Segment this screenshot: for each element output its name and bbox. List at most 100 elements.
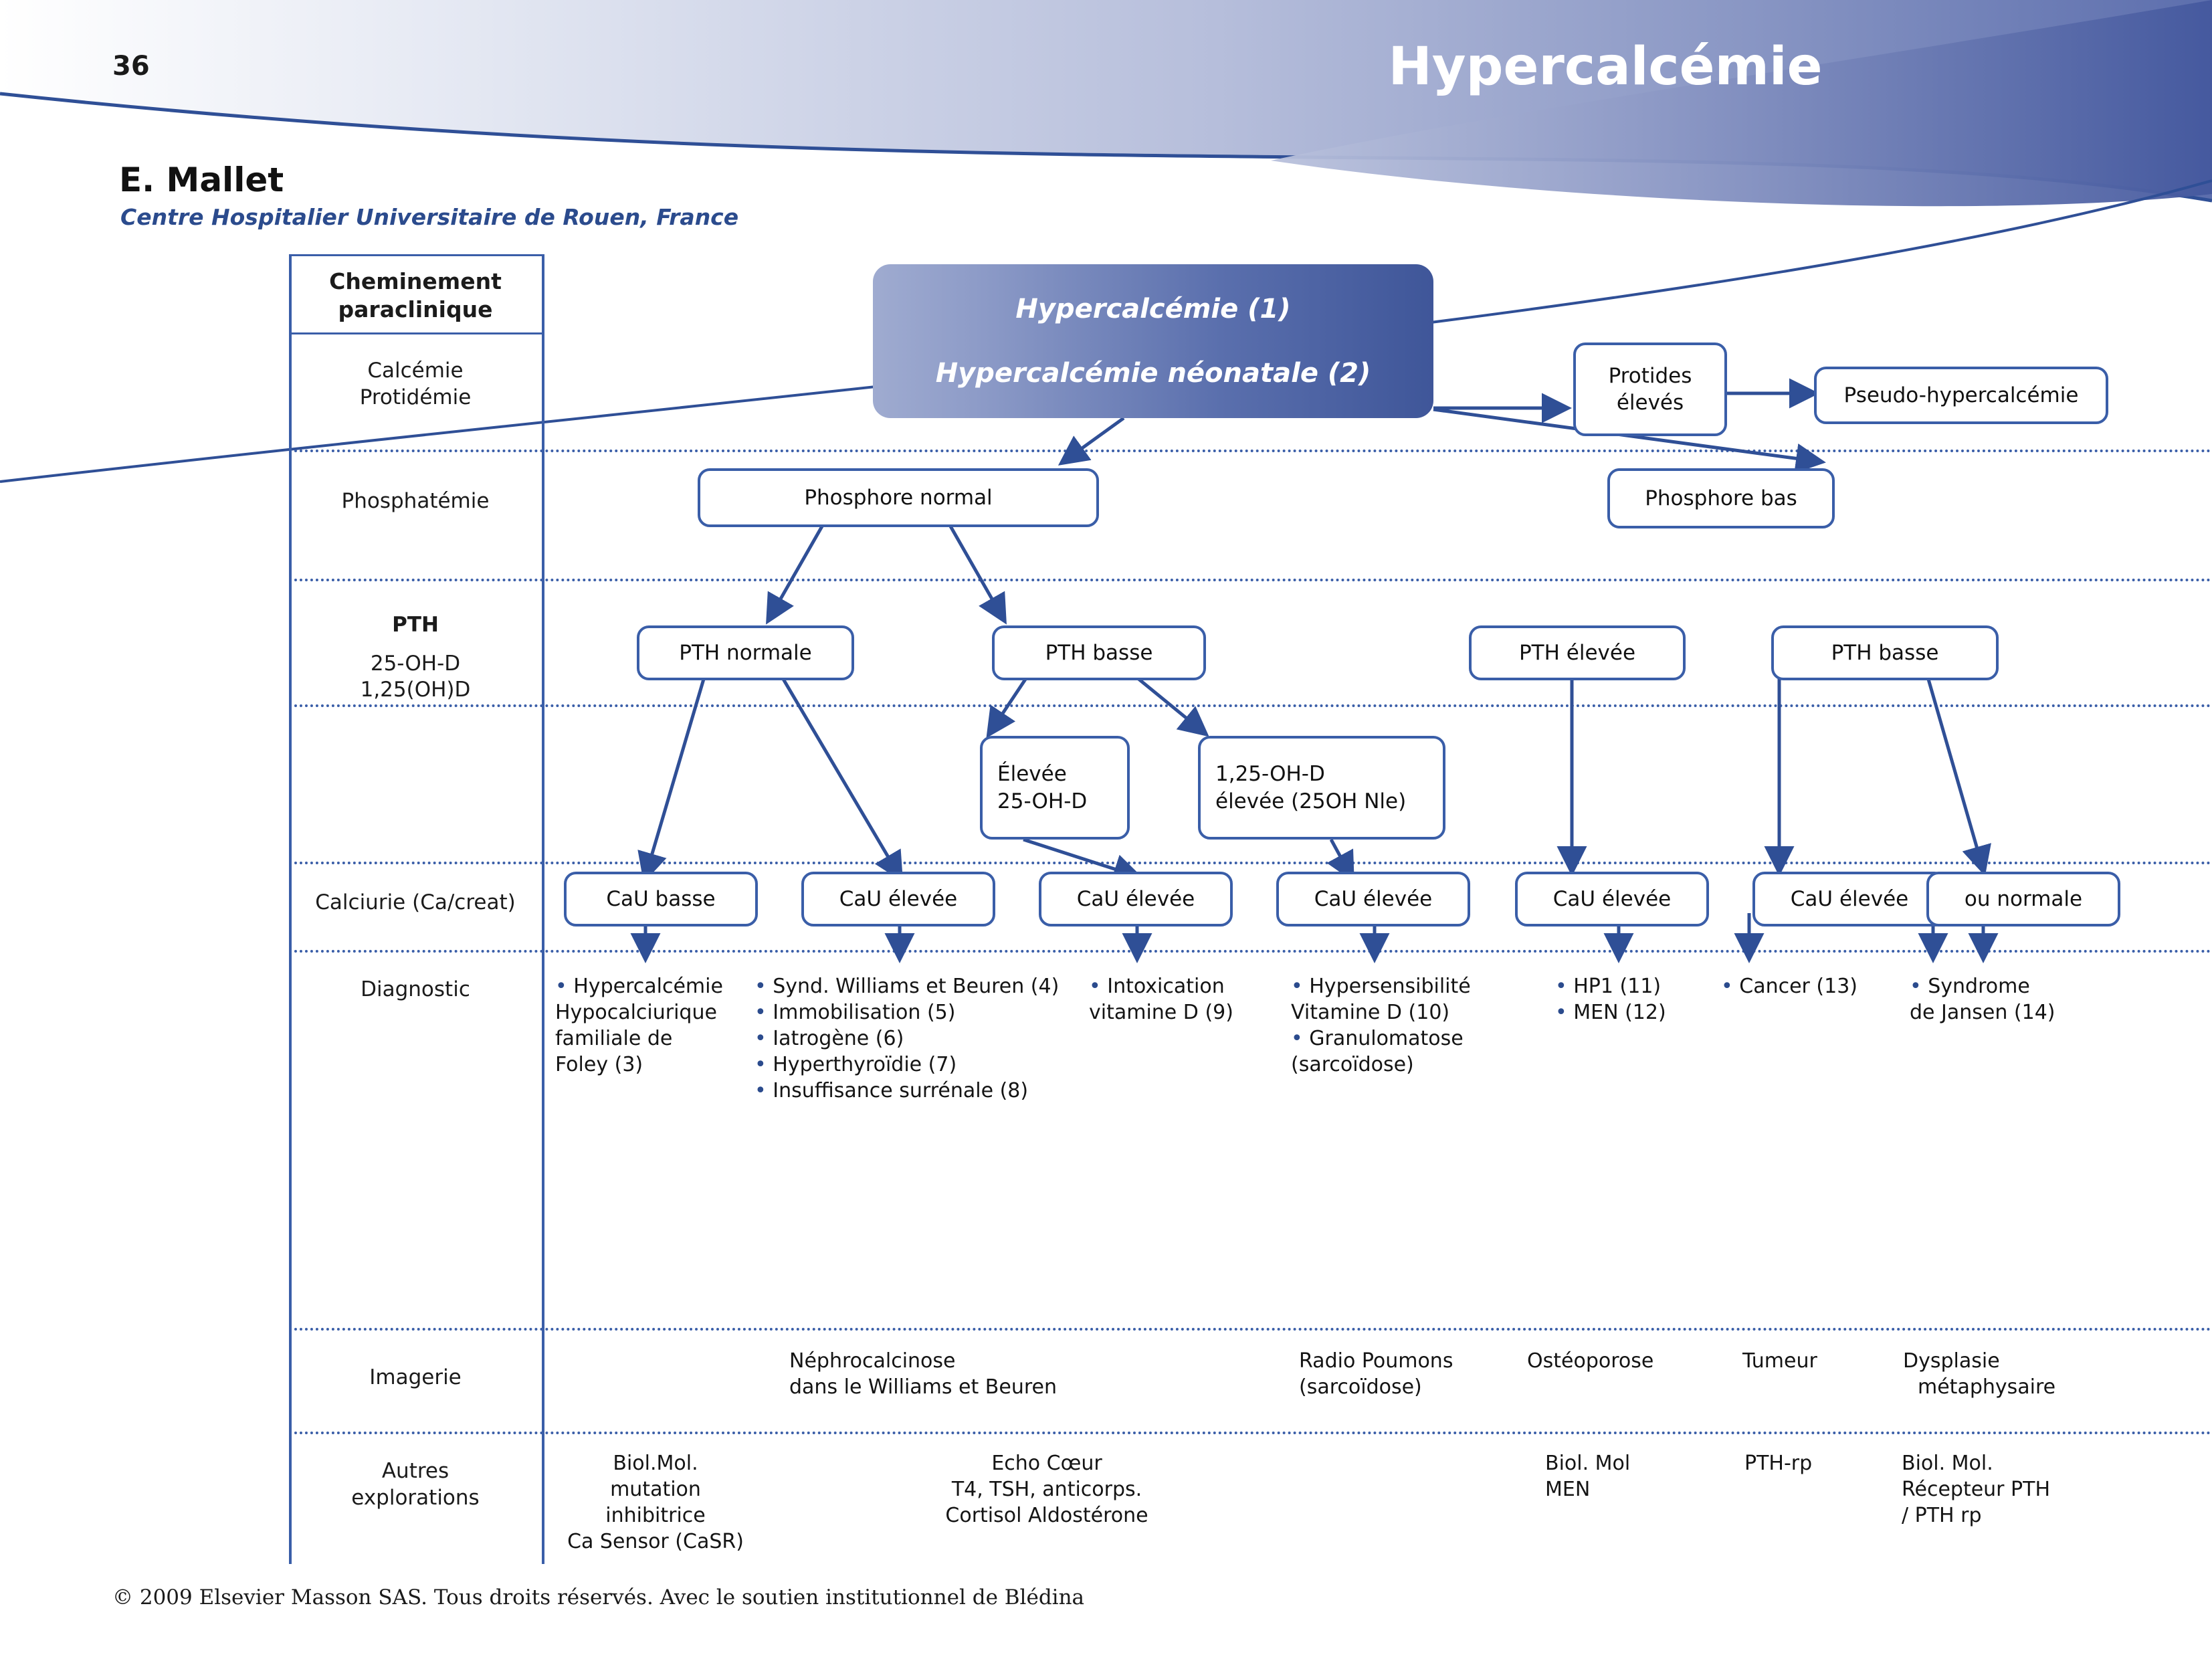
imagerie-column-2: Néphrocalcinose dans le Williams et Beur… [789,1348,1204,1400]
list-item-label: MEN (12) [1573,1001,1666,1024]
bullet-icon: • [755,1001,767,1024]
autres-line4: Ca Sensor (CaSR) [567,1530,744,1553]
row-label-autres-line1: Autres [381,1459,449,1483]
list-item-continuation: vitamine D (9) [1089,1001,1233,1024]
row-rule-imagerie [289,1328,2212,1331]
list-item: • Intoxication [1089,973,1270,999]
node-cau-elevee-6[interactable]: CaU élevée [1752,872,1946,926]
node-protides-line2: élevés [1616,391,1684,415]
bullet-icon: • [1721,975,1733,998]
diagnostic-column-1: • Hypercalcémie Hypocalciurique familial… [555,973,756,1078]
diagnostic-column-7: • Syndrome de Jansen (14) [1910,973,2110,1026]
row-rule-autres [289,1432,2212,1434]
page-title: Hypercalcémie [1388,37,1823,97]
node-pth-basse-left[interactable]: PTH basse [992,625,1206,680]
node-125ohd-line1: 1,25-OH-D [1215,762,1325,787]
imagerie-column-5: Ostéoporose [1527,1349,1654,1373]
bullet-icon: • [755,1027,767,1050]
list-item-continuation: familiale de [555,1027,673,1050]
imagerie-line1: Néphrocalcinose [789,1349,956,1373]
node-125ohd-elevee[interactable]: 1,25-OH-D élevée (25OH Nle) [1198,736,1445,840]
autres-line3: Cortisol Aldostérone [945,1504,1148,1527]
node-cau-elevee-5[interactable]: CaU élevée [1515,872,1709,926]
row-label-pth: PTH 25-OH-D 1,25(OH)D [289,612,542,704]
row-label-diagnostic: Diagnostic [361,977,470,1001]
bullet-icon: • [1291,1027,1303,1050]
autres-column-1: Biol.Mol. mutation inhibitrice Ca Sensor… [545,1450,766,1555]
list-item: • Synd. Williams et Beuren (4) [755,973,1129,999]
diagnostic-column-6: • Cancer (13) [1721,973,1882,999]
row-label-pth-line3: 1,25(OH)D [360,678,471,702]
list-item-label: Syndrome [1928,975,2030,998]
list-item-label: Intoxication [1107,975,1225,998]
row-label-phosphatemie: Phosphatémie [341,489,490,513]
autres-line3: / PTH rp [1902,1504,1982,1527]
node-elevee-25ohd-line2: 25-OH-D [997,789,1088,813]
autres-column-6: PTH-rp [1744,1452,1813,1475]
node-elevee-25ohd[interactable]: Élevée 25-OH-D [980,736,1130,840]
autres-line1: Echo Cœur [991,1452,1102,1475]
row-label-calcemie-line2: Protidémie [359,385,472,409]
autres-column-7: Biol. Mol. Récepteur PTH / PTH rp [1902,1450,2129,1529]
node-phosphore-normal[interactable]: Phosphore normal [698,468,1099,527]
node-elevee-25ohd-line1: Élevée [997,762,1067,787]
imagerie-line2: métaphysaire [1918,1375,2056,1399]
list-item-label: Insuffisance surrénale (8) [773,1079,1029,1102]
node-pseudo-hypercalcemie[interactable]: Pseudo-hypercalcémie [1814,367,2108,424]
node-ou-normale[interactable]: ou normale [1926,872,2120,926]
node-phosphore-bas[interactable]: Phosphore bas [1607,468,1835,528]
row-rule-calciurie [289,862,2212,864]
bullet-icon: • [755,1079,767,1102]
row-rule-vitd [289,704,2212,707]
row-rule-pth [289,579,2212,581]
imagerie-column-7: Dysplasie métaphysaire [1903,1348,2124,1400]
imagerie-column-6: Tumeur [1742,1349,1817,1373]
imagerie-line2: dans le Williams et Beuren [789,1375,1058,1399]
node-pth-elevee[interactable]: PTH élevée [1469,625,1686,680]
autres-line2: Récepteur PTH [1902,1478,2051,1501]
list-item-label: Iatrogène (6) [773,1027,904,1050]
node-cau-elevee-3[interactable]: CaU élevée [1039,872,1233,926]
bullet-icon: • [555,975,567,998]
node-hypercalcemie-main[interactable]: Hypercalcémie (1) Hypercalcémie néonatal… [873,264,1433,418]
row-rule-header-top [289,254,542,256]
row-label-autres: Autres explorations [289,1458,542,1511]
row-rule-header-bottom [289,332,542,334]
node-pth-basse-right[interactable]: PTH basse [1771,625,1999,680]
list-item-label: Hypercalcémie [573,975,723,998]
list-item-label: Cancer (13) [1739,975,1857,998]
bullet-icon: • [755,975,767,998]
row-label-autres-line2: explorations [351,1485,480,1510]
node-pth-normale[interactable]: PTH normale [637,625,854,680]
row-label-calciurie: Calciurie (Ca/creat) [315,890,516,914]
list-item: • Iatrogène (6) [755,1026,1129,1052]
imagerie-line2: (sarcoïdose) [1299,1375,1422,1399]
list-item: • Immobilisation (5) [755,999,1129,1026]
autres-line1: Biol.Mol. [613,1452,698,1475]
node-hypercalcemie-line2: Hypercalcémie néonatale (2) [935,358,1371,389]
node-cau-elevee-4[interactable]: CaU élevée [1276,872,1470,926]
list-item: • Syndrome [1910,973,2110,999]
header-decoration [0,0,2212,207]
footer-copyright: © 2009 Elsevier Masson SAS. Tous droits … [112,1585,1085,1609]
row-label-pth-line1: PTH [392,613,439,637]
autres-line1: Biol. Mol [1545,1452,1631,1475]
autres-line2: mutation [610,1478,701,1501]
bullet-icon: • [1910,975,1922,998]
row-label-calcemie: Calcémie Protidémie [289,358,542,411]
list-item-label: Granulomatose [1309,1027,1464,1050]
node-cau-elevee-2[interactable]: CaU élevée [801,872,995,926]
list-item: • Insuffisance surrénale (8) [755,1078,1129,1104]
diagnostic-column-4: • Hypersensibilité Vitamine D (10) • Gra… [1291,973,1492,1078]
node-cau-basse[interactable]: CaU basse [564,872,758,926]
imagerie-line1: Dysplasie [1903,1349,2000,1373]
autres-line3: inhibitrice [605,1504,706,1527]
node-protides-eleves[interactable]: Protides élevés [1573,343,1727,436]
list-item: • Hyperthyroïdie (7) [755,1052,1129,1078]
node-protides-line1: Protides [1608,363,1692,388]
autres-line2: T4, TSH, anticorps. [951,1478,1142,1501]
node-hypercalcemie-line1: Hypercalcémie (1) [1015,294,1291,324]
author-affiliation: Centre Hospitalier Universitaire de Roue… [120,204,739,230]
row-label-header-line2: paraclinique [338,296,493,323]
autres-line1: Biol. Mol. [1902,1452,1993,1475]
